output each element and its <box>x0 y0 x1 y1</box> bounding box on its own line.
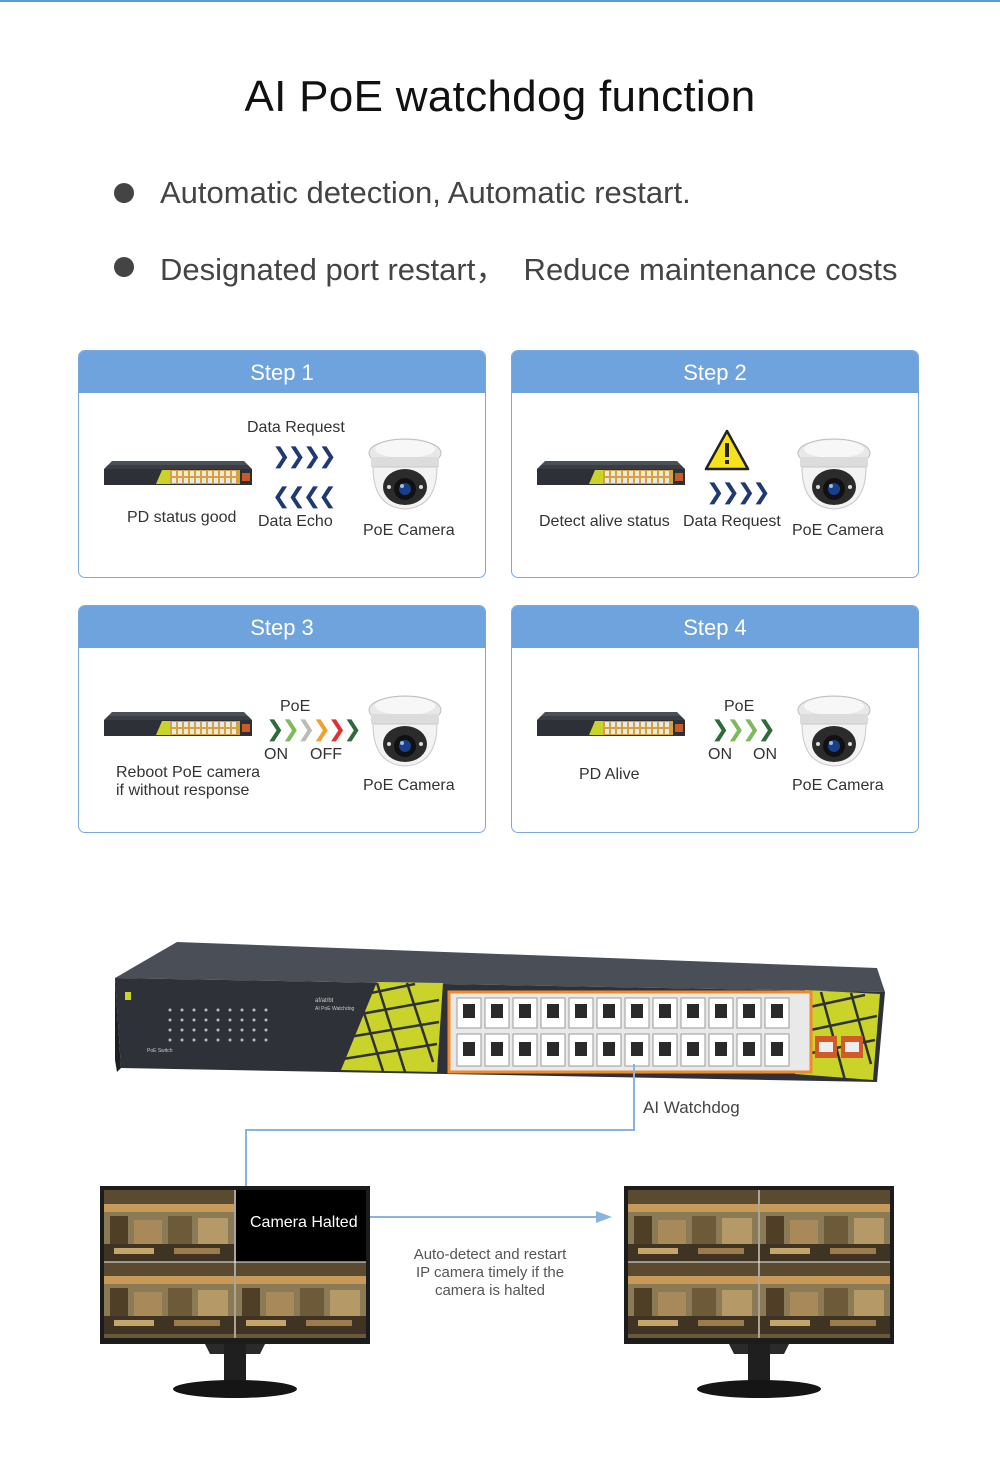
poe-switch-illustration: af/at/bt AI PoE Watchdog PoE Switch <box>115 942 885 1082</box>
bullet-dot-icon <box>114 183 134 203</box>
reboot-label-line2: if without response <box>116 782 250 799</box>
step-header: Step 1 <box>79 351 485 393</box>
switch-status-label: PD Alive <box>579 766 640 783</box>
step-card-1: Step 1 PD status good Data Request ❯❯❯❯ … <box>78 350 486 578</box>
switch-feature-text: AI PoE Watchdog <box>315 1006 354 1012</box>
data-request-label: Data Request <box>247 419 345 436</box>
right-chevrons-icon: ❯❯❯❯ <box>272 443 337 468</box>
camera-halted-label: Camera Halted <box>250 1214 358 1232</box>
poe-label: PoE <box>280 698 311 715</box>
bullet-item: Automatic detection, Automatic restart. <box>114 175 691 211</box>
camera-label: PoE Camera <box>792 777 884 794</box>
step-header: Step 3 <box>79 606 485 648</box>
switch-model-text: PoE Switch <box>147 1048 173 1054</box>
switch-standard-text: af/at/bt <box>315 998 334 1004</box>
camera-label: PoE Camera <box>363 777 455 794</box>
on-state-label: ON <box>264 746 288 763</box>
left-chevrons-icon: ❮❮❮❮ <box>272 483 337 508</box>
power-on-chevrons-icon: ❯❯❯❯ <box>711 716 776 741</box>
description-line: camera is halted <box>434 1282 546 1299</box>
auto-restart-description: Auto-detect and restart IP camera timely… <box>390 1246 590 1300</box>
top-divider <box>0 0 1000 2</box>
switch-status-label: PD status good <box>127 509 237 526</box>
on-state-label: ON <box>753 746 777 763</box>
step-card-4: Step 4 PD Alive PoE ❯❯❯❯ ON ON PoE Camer… <box>511 605 919 833</box>
monitor-right <box>624 1186 894 1398</box>
bullet-dot-icon <box>114 256 134 277</box>
camera-label: PoE Camera <box>363 522 455 539</box>
right-chevrons-icon: ❯❯❯❯ <box>706 479 771 504</box>
bullet-text: Designated port restart， Reduce maintena… <box>160 252 898 287</box>
on-state-label: ON <box>708 746 732 763</box>
camera-label: PoE Camera <box>792 522 884 539</box>
bullet-text: Automatic detection, Automatic restart. <box>160 175 691 210</box>
step-card-2: Step 2 Detect alive status ❯❯❯❯ Data Req… <box>511 350 919 578</box>
power-cycle-chevrons-icon: ❯❯❯❯❯❯ <box>266 716 362 741</box>
step-header: Step 4 <box>512 606 918 648</box>
ai-watchdog-label: AI Watchdog <box>643 1098 740 1117</box>
poe-label: PoE <box>724 698 755 715</box>
description-line: Auto-detect and restart <box>413 1246 567 1263</box>
step-header: Step 2 <box>512 351 918 393</box>
description-line: IP camera timely if the <box>415 1264 565 1281</box>
page-title: AI PoE watchdog function <box>244 72 756 121</box>
data-echo-label: Data Echo <box>258 513 333 530</box>
off-state-label: OFF <box>310 746 342 763</box>
warning-icon <box>704 429 750 471</box>
switch-status-label: Detect alive status <box>539 513 670 530</box>
reboot-label-line1: Reboot PoE camera <box>116 764 261 781</box>
bullet-item: Designated port restart， Reduce maintena… <box>114 244 898 289</box>
step-card-3: Step 3 Reboot PoE camera if without resp… <box>78 605 486 833</box>
data-request-label: Data Request <box>683 513 781 530</box>
